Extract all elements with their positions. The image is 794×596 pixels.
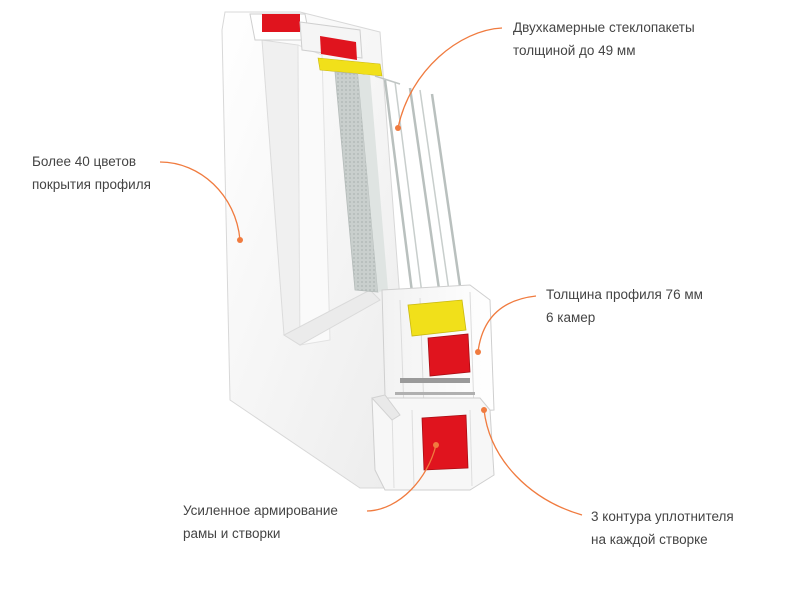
callout-seals: 3 контура уплотнителя на каждой створке: [591, 505, 734, 551]
top-cross-section: [249, 13, 383, 77]
callout-profile-line1: Толщина профиля 76 мм: [546, 287, 703, 302]
callout-profile-line2: 6 камер: [546, 310, 596, 325]
leader-glass: [397, 27, 503, 129]
callout-steel-line2: рамы и створки: [183, 526, 281, 541]
callout-dots: [237, 125, 487, 448]
callout-glass-line2: толщиной до 49 мм: [513, 43, 636, 58]
dot-colors: [237, 237, 243, 243]
top-reinforcement-inner: [320, 36, 357, 60]
callout-glass-line1: Двухкамерные стеклопакеты: [513, 20, 695, 35]
callout-steel: Усиленное армирование рамы и створки: [183, 499, 338, 545]
sash-reinforcement: [427, 333, 471, 377]
glazing-unit: [334, 71, 464, 301]
callout-profile: Толщина профиля 76 мм 6 камер: [546, 283, 703, 329]
bottom-cross-section: [371, 284, 495, 491]
frame-reinforcement: [421, 414, 469, 471]
leader-steel: [366, 444, 437, 512]
callout-colors: Более 40 цветов покрытия профиля: [32, 150, 151, 196]
leader-profile: [477, 295, 537, 353]
callout-colors-line2: покрытия профиля: [32, 177, 151, 192]
dot-seals: [481, 407, 487, 413]
callout-colors-line1: Более 40 цветов: [32, 154, 137, 169]
glazing-seal: [407, 299, 467, 337]
dot-glass: [395, 125, 401, 131]
top-seal: [317, 57, 383, 77]
callout-glass: Двухкамерные стеклопакеты толщиной до 49…: [513, 16, 695, 62]
callout-steel-line1: Усиленное армирование: [183, 503, 338, 518]
callout-seals-line2: на каждой створке: [591, 532, 708, 547]
dot-steel: [433, 442, 439, 448]
leader-seals: [483, 409, 583, 516]
callout-leaders: [159, 27, 583, 516]
callout-seals-line1: 3 контура уплотнителя: [591, 509, 734, 524]
leader-colors: [159, 161, 241, 241]
top-reinforcement-outer: [262, 14, 300, 32]
dot-profile: [475, 349, 481, 355]
